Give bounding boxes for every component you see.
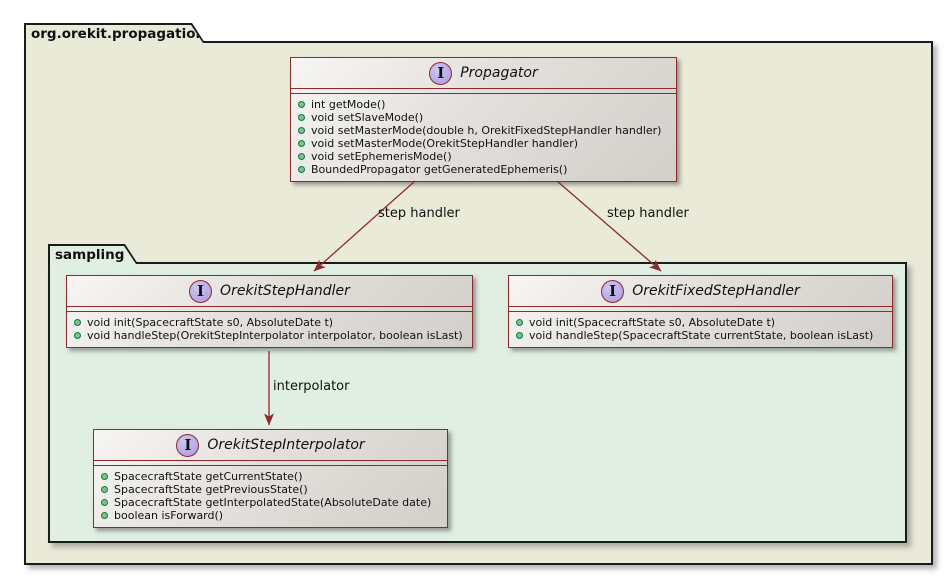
public-method-icon (101, 486, 108, 493)
method-signature: SpacecraftState getInterpolatedState(Abs… (114, 496, 432, 509)
method-signature: void setEphemerisMode() (311, 150, 452, 163)
class-orekit-step-interpolator: I OrekitStepInterpolator SpacecraftState… (93, 429, 448, 528)
method-signature: void setSlaveMode() (311, 111, 424, 124)
public-method-icon (298, 166, 305, 173)
public-method-icon (298, 140, 305, 147)
edge-label-step-handler-right: step handler (607, 206, 689, 221)
class-header: I OrekitFixedStepHandler (509, 276, 892, 307)
class-orekit-fixed-step-handler: I OrekitFixedStepHandler void init(Space… (508, 275, 893, 348)
method-signature: SpacecraftState getCurrentState() (114, 470, 303, 483)
class-name: Propagator (460, 65, 538, 81)
method-row: void setEphemerisMode() (298, 150, 670, 163)
interface-icon: I (429, 61, 453, 85)
edge-label-interpolator: interpolator (273, 379, 350, 394)
method-signature: void init(SpacecraftState s0, AbsoluteDa… (87, 316, 334, 329)
class-fields-section (291, 89, 676, 94)
public-method-icon (101, 473, 108, 480)
class-header: I OrekitStepHandler (67, 276, 472, 307)
package-label: org.orekit.propagation (31, 25, 206, 42)
class-name: OrekitFixedStepHandler (632, 283, 800, 299)
method-row: SpacecraftState getPreviousState() (101, 483, 441, 496)
method-row: void handleStep(OrekitStepInterpolator i… (74, 329, 466, 342)
method-signature: BoundedPropagator getGeneratedEphemeris(… (311, 163, 568, 176)
package-tab-org-orekit-propagation: org.orekit.propagation (24, 23, 205, 43)
class-methods-section: void init(SpacecraftState s0, AbsoluteDa… (509, 312, 892, 347)
method-signature: void handleStep(OrekitStepInterpolator i… (87, 329, 463, 342)
public-method-icon (74, 319, 81, 326)
method-signature: void init(SpacecraftState s0, AbsoluteDa… (529, 316, 776, 329)
class-name: OrekitStepHandler (220, 283, 350, 299)
public-method-icon (298, 127, 305, 134)
public-method-icon (298, 114, 305, 121)
class-methods-section: SpacecraftState getCurrentState() Spacec… (94, 466, 447, 527)
class-header: I Propagator (291, 58, 676, 89)
class-propagator: I Propagator int getMode() void setSlave… (290, 57, 677, 182)
method-signature: void handleStep(SpacecraftState currentS… (529, 329, 874, 342)
method-row: void init(SpacecraftState s0, AbsoluteDa… (516, 316, 886, 329)
method-signature: int getMode() (311, 98, 386, 111)
method-row: void init(SpacecraftState s0, AbsoluteDa… (74, 316, 466, 329)
method-row: int getMode() (298, 98, 670, 111)
method-signature: boolean isForward() (114, 509, 224, 522)
class-orekit-step-handler: I OrekitStepHandler void init(Spacecraft… (66, 275, 473, 348)
method-row: void setSlaveMode() (298, 111, 670, 124)
package-label: sampling (55, 246, 125, 263)
method-row: SpacecraftState getCurrentState() (101, 470, 441, 483)
interface-icon: I (189, 279, 213, 303)
class-fields-section (94, 461, 447, 466)
method-signature: void setMasterMode(OrekitStepHandler han… (311, 137, 579, 150)
package-tab-sampling: sampling (48, 244, 138, 264)
class-methods-section: void init(SpacecraftState s0, AbsoluteDa… (67, 312, 472, 347)
class-name: OrekitStepInterpolator (207, 437, 365, 453)
class-header: I OrekitStepInterpolator (94, 430, 447, 461)
public-method-icon (298, 101, 305, 108)
method-row: void setMasterMode(OrekitStepHandler han… (298, 137, 670, 150)
edge-label-step-handler-left: step handler (378, 206, 460, 221)
method-row: boolean isForward() (101, 509, 441, 522)
public-method-icon (101, 499, 108, 506)
interface-icon: I (601, 279, 625, 303)
method-signature: SpacecraftState getPreviousState() (114, 483, 308, 496)
public-method-icon (74, 332, 81, 339)
class-methods-section: int getMode() void setSlaveMode() void s… (291, 94, 676, 181)
class-fields-section (509, 307, 892, 312)
interface-icon: I (176, 433, 200, 457)
method-row: SpacecraftState getInterpolatedState(Abs… (101, 496, 441, 509)
public-method-icon (101, 512, 108, 519)
public-method-icon (516, 319, 523, 326)
method-row: BoundedPropagator getGeneratedEphemeris(… (298, 163, 670, 176)
class-fields-section (67, 307, 472, 312)
public-method-icon (298, 153, 305, 160)
public-method-icon (516, 332, 523, 339)
method-row: void handleStep(SpacecraftState currentS… (516, 329, 886, 342)
method-row: void setMasterMode(double h, OrekitFixed… (298, 124, 670, 137)
method-signature: void setMasterMode(double h, OrekitFixed… (311, 124, 662, 137)
